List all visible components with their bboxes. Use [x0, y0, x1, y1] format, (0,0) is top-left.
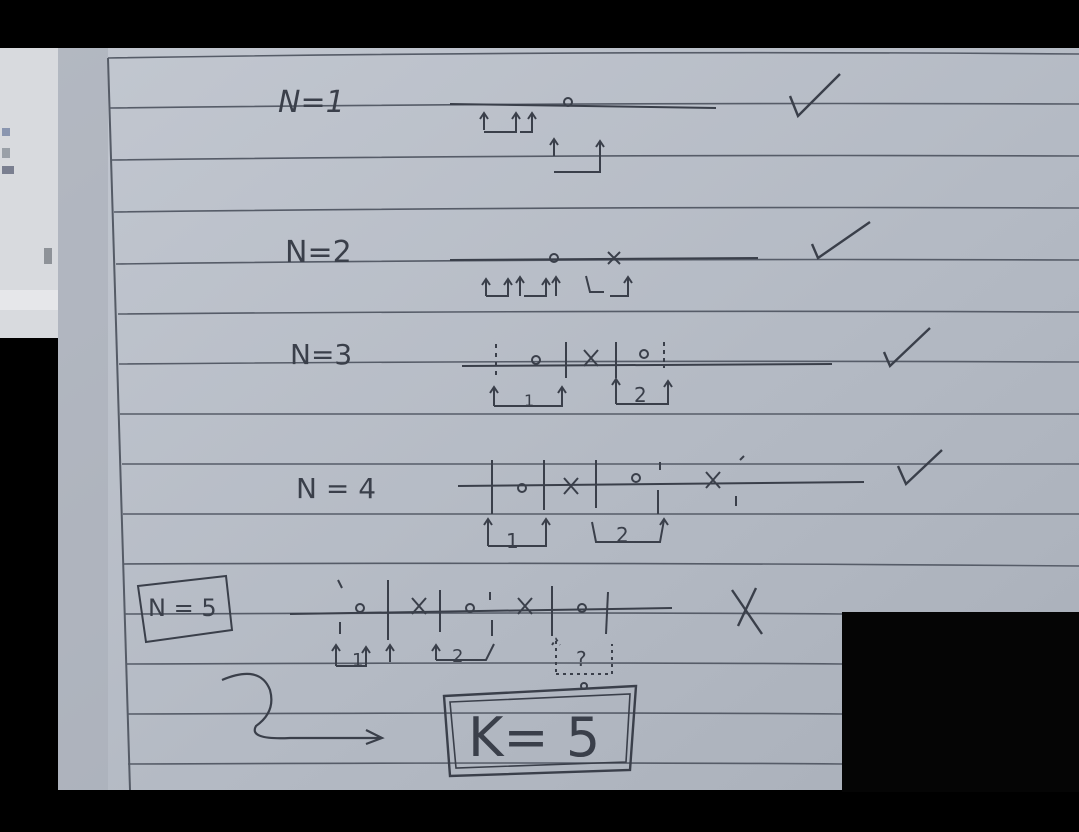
group-label: 1	[352, 650, 363, 671]
number-line	[461, 342, 833, 407]
number-line	[457, 455, 865, 547]
arrow	[221, 672, 385, 746]
row-n2: N=2	[285, 221, 871, 297]
group-label: ?	[576, 647, 587, 671]
answer-box	[442, 684, 638, 778]
row-label: N = 4	[296, 472, 376, 505]
result-mark	[882, 327, 931, 369]
row-label: N=2	[285, 235, 352, 270]
result-mark	[896, 449, 943, 487]
row-label: N = 5	[148, 594, 217, 622]
group-label: 2	[616, 523, 629, 547]
group-label: 2	[452, 646, 463, 667]
row-n3: N=3 1 2	[290, 327, 931, 410]
answer-text: K= 5	[468, 706, 600, 769]
result-mark	[810, 221, 871, 260]
row-label: N=1	[278, 85, 345, 120]
number-line	[289, 579, 673, 675]
background-screen	[0, 48, 62, 338]
result-mark	[788, 73, 841, 119]
row-n1: N=1	[278, 73, 841, 173]
dark-object	[842, 612, 1079, 792]
number-line	[449, 251, 759, 297]
number-line	[449, 97, 717, 173]
group-label: 1	[524, 391, 534, 410]
group-label: 2	[634, 383, 647, 407]
conclusion: K= 5	[221, 672, 638, 778]
row-n5: N = 5 1 2 ? X	[136, 574, 763, 675]
row-label: N=3	[290, 338, 352, 371]
row-n4: N = 4 1 2	[296, 449, 943, 553]
result-mark	[731, 587, 763, 635]
label-box	[136, 574, 234, 644]
group-label: 1	[506, 529, 519, 553]
